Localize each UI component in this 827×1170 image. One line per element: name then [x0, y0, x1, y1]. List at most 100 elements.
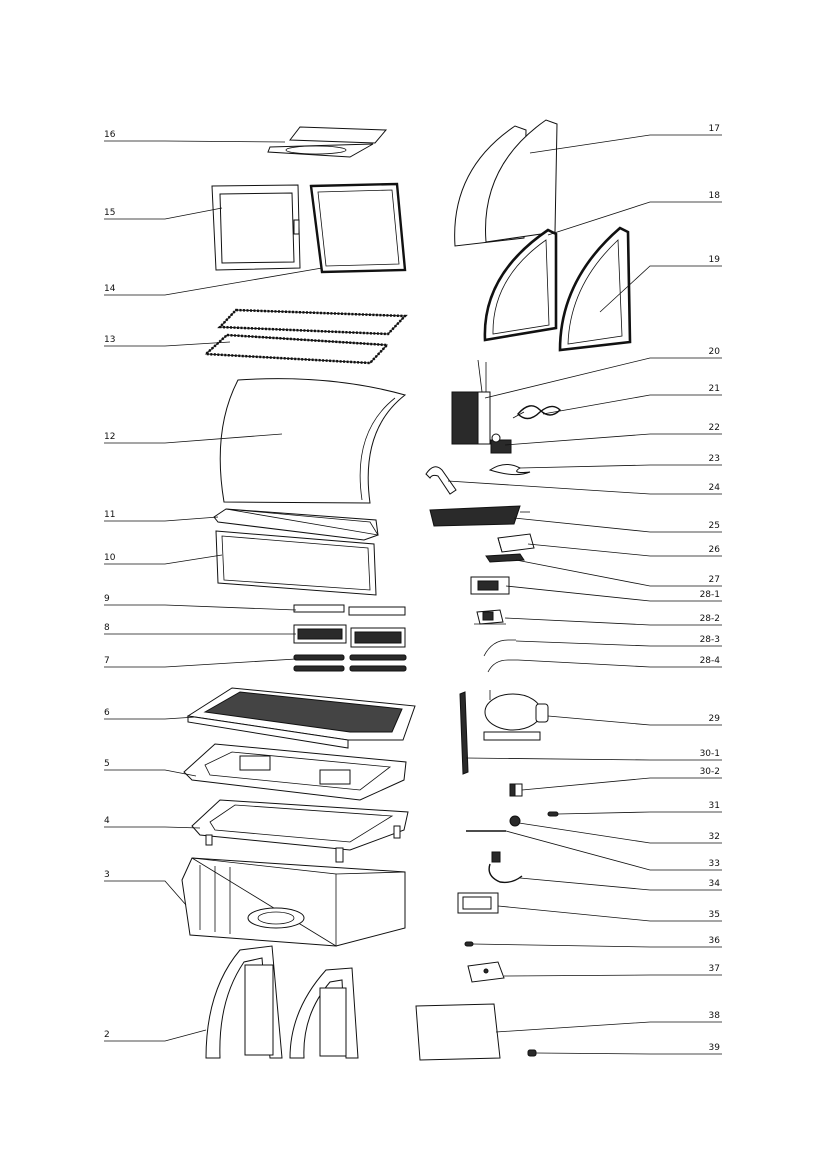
part-16-top-cover	[267, 126, 388, 158]
part-23-fan-blade	[488, 464, 531, 476]
callout-label-10: 10	[104, 553, 116, 563]
callout-label-19: 19	[709, 255, 721, 265]
leader-line-37	[503, 974, 722, 977]
leader-line-18	[547, 201, 722, 236]
leader-line-31	[557, 811, 722, 815]
leader-line-32	[518, 822, 722, 844]
part-7-clip-rails	[293, 654, 407, 672]
leader-line-13	[104, 341, 231, 347]
callout-label-4: 4	[104, 816, 110, 826]
callout-label-28-4: 28-4	[700, 656, 721, 666]
part-28-2-controller-board	[474, 609, 506, 625]
part-31-screw	[547, 811, 559, 817]
part-22-fan-motor	[490, 433, 512, 454]
leader-line-16	[104, 140, 286, 143]
callout-label-16: 16	[104, 130, 116, 140]
leader-line-25	[513, 517, 722, 533]
part-2-side-arch-frames	[205, 945, 359, 1059]
part-30-2-relay	[509, 783, 523, 797]
part-18-side-gasket	[483, 228, 558, 342]
callout-label-29: 29	[709, 714, 721, 724]
leader-line-23	[519, 464, 722, 469]
part-26-control-box	[497, 533, 535, 553]
part-11-front-bar	[213, 508, 379, 541]
callout-label-30-1: 30-1	[700, 749, 720, 759]
leader-line-24	[447, 480, 722, 495]
callout-label-6: 6	[104, 708, 110, 718]
leader-lines	[104, 134, 722, 1055]
callout-label-39: 39	[709, 1043, 721, 1053]
part-34-power-cord	[488, 851, 523, 884]
leader-line-28-3	[515, 640, 722, 647]
callout-label-28-3: 28-3	[700, 635, 720, 645]
leader-line-30-2	[521, 777, 722, 791]
part-38-back-panel	[415, 1003, 501, 1061]
part-32-grommet	[509, 815, 521, 827]
leader-line-20	[484, 357, 722, 399]
callout-label-8: 8	[104, 623, 110, 633]
callout-label-32: 32	[709, 832, 720, 842]
part-19-side-frame	[558, 226, 632, 352]
callout-label-30-2: 30-2	[700, 767, 720, 777]
callout-label-24: 24	[709, 483, 721, 493]
leader-line-15	[104, 207, 223, 220]
leader-line-34	[519, 877, 722, 891]
leader-line-3	[104, 880, 187, 906]
leader-line-5	[104, 769, 197, 777]
callout-label-17: 17	[709, 124, 720, 134]
leader-line-22	[504, 433, 722, 446]
part-13-wire-shelves	[202, 308, 408, 365]
callout-label-31: 31	[709, 801, 720, 811]
part-30-1-condenser-plate	[459, 691, 469, 775]
part-25-condenser	[429, 505, 530, 527]
callout-label-23: 23	[709, 454, 720, 464]
leader-line-6	[104, 716, 197, 720]
callout-label-38: 38	[709, 1011, 721, 1021]
callout-label-34: 34	[709, 879, 721, 889]
callout-label-5: 5	[104, 759, 110, 769]
part-17-side-glass	[454, 119, 558, 247]
part-6-grated-tray	[186, 687, 416, 749]
part-36-small-screw	[464, 941, 474, 947]
part-21-wiring-harness	[512, 405, 561, 420]
part-28-1-display-panel	[470, 576, 510, 595]
part-29-compressor	[483, 690, 549, 741]
callout-label-22: 22	[709, 423, 720, 433]
part-15-door-frame	[211, 184, 301, 271]
leader-line-11	[104, 516, 219, 522]
part-4-base-chassis	[191, 799, 409, 863]
callout-label-27: 27	[709, 575, 720, 585]
callout-label-12: 12	[104, 432, 115, 442]
leader-line-21	[542, 394, 722, 415]
part-24-drain-pipe	[425, 466, 457, 495]
callout-label-33: 33	[709, 859, 720, 869]
callout-label-20: 20	[709, 347, 721, 357]
callout-label-14: 14	[104, 284, 116, 294]
leader-line-39	[535, 1052, 722, 1055]
callout-label-18: 18	[709, 191, 721, 201]
callout-label-3: 3	[104, 870, 110, 880]
callout-label-35: 35	[709, 910, 720, 920]
leader-line-7	[104, 658, 297, 668]
part-9-bracket-strips	[293, 604, 406, 616]
callout-label-28-1: 28-1	[700, 590, 720, 600]
leader-line-17	[529, 134, 722, 154]
leader-line-27	[515, 559, 722, 587]
leader-line-28-1	[505, 585, 722, 602]
leader-line-14	[104, 267, 323, 296]
part-3-cabinet-liner	[181, 857, 406, 947]
callout-label-28-2: 28-2	[700, 614, 720, 624]
leader-line-9	[104, 604, 297, 611]
leader-line-2	[104, 1029, 207, 1042]
callout-label-13: 13	[104, 335, 115, 345]
part-37-cover-plate	[467, 961, 505, 983]
part-27-mounting-plate	[485, 553, 525, 563]
part-10-front-glass	[215, 530, 377, 596]
part-5-base-frame	[183, 743, 407, 801]
leader-line-19	[599, 265, 722, 313]
callout-label-37: 37	[709, 964, 720, 974]
part-35-thermostat-box	[457, 892, 499, 914]
leader-line-30-1	[465, 757, 722, 761]
